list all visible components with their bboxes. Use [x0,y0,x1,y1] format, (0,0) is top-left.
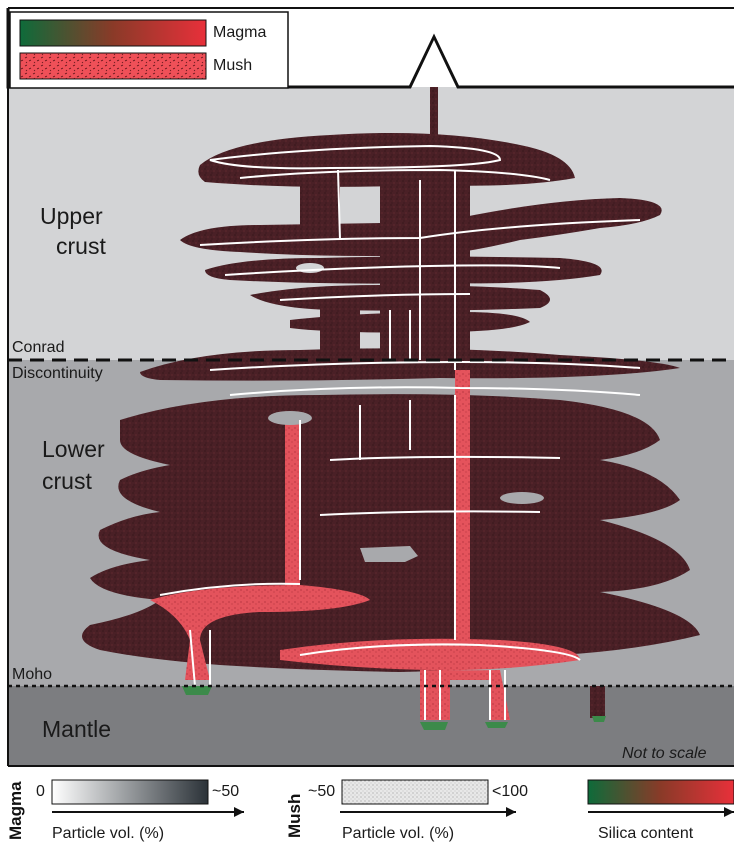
not-to-scale-note: Not to scale [622,746,706,762]
magma-legend-swatch [20,20,206,46]
mush-column-red-1 [455,370,470,650]
green-root-4 [592,716,606,722]
mush-scale-min: ~50 [308,784,335,800]
green-root-2 [420,722,448,730]
mush-scale-title: Mush [285,794,305,838]
legend-magma-label: Magma [213,25,266,41]
silica-scale-axis-label: Silica content [598,826,693,842]
conrad-label-line1: Conrad [12,340,64,356]
silica-scale-bar [588,780,734,804]
xenolith-3 [500,492,544,504]
magma-scale-max: ~50 [212,784,239,800]
lower-crust-label-line2: crust [42,470,92,493]
xenolith-2 [268,411,312,425]
magma-scale-arrowhead [234,807,244,817]
xenolith-4 [360,546,418,562]
magma-scale-title: Magma [6,781,26,840]
green-root-3 [485,722,508,728]
lower-mush-main [82,394,700,672]
upper-crust-label-line1: Upper [40,205,103,228]
volcano-cone [412,40,456,87]
magma-scale-bar [52,780,208,804]
lower-crust-label-line1: Lower [42,438,105,461]
mush-scale-max: <100 [492,784,528,800]
mantle-label: Mantle [42,718,111,741]
mush-scale-axis-label: Particle vol. (%) [342,826,454,842]
upper-crust-label-line2: crust [56,235,106,258]
green-root-1 [182,686,212,695]
mush-scale-arrowhead [506,807,516,817]
mush-legend-swatch [20,53,206,79]
silica-scale-arrowhead [724,807,734,817]
moho-label: Moho [12,667,52,683]
magma-scale-min: 0 [36,784,45,800]
mantle-feeder-right [590,686,605,718]
conrad-label-line2: Discontinuity [12,366,103,382]
volcano-conduit [430,87,438,140]
magma-scale-axis-label: Particle vol. (%) [52,826,164,842]
mush-column-red-2 [285,420,300,590]
legend-mush-label: Mush [213,58,252,74]
mush-scale-bar [342,780,488,804]
